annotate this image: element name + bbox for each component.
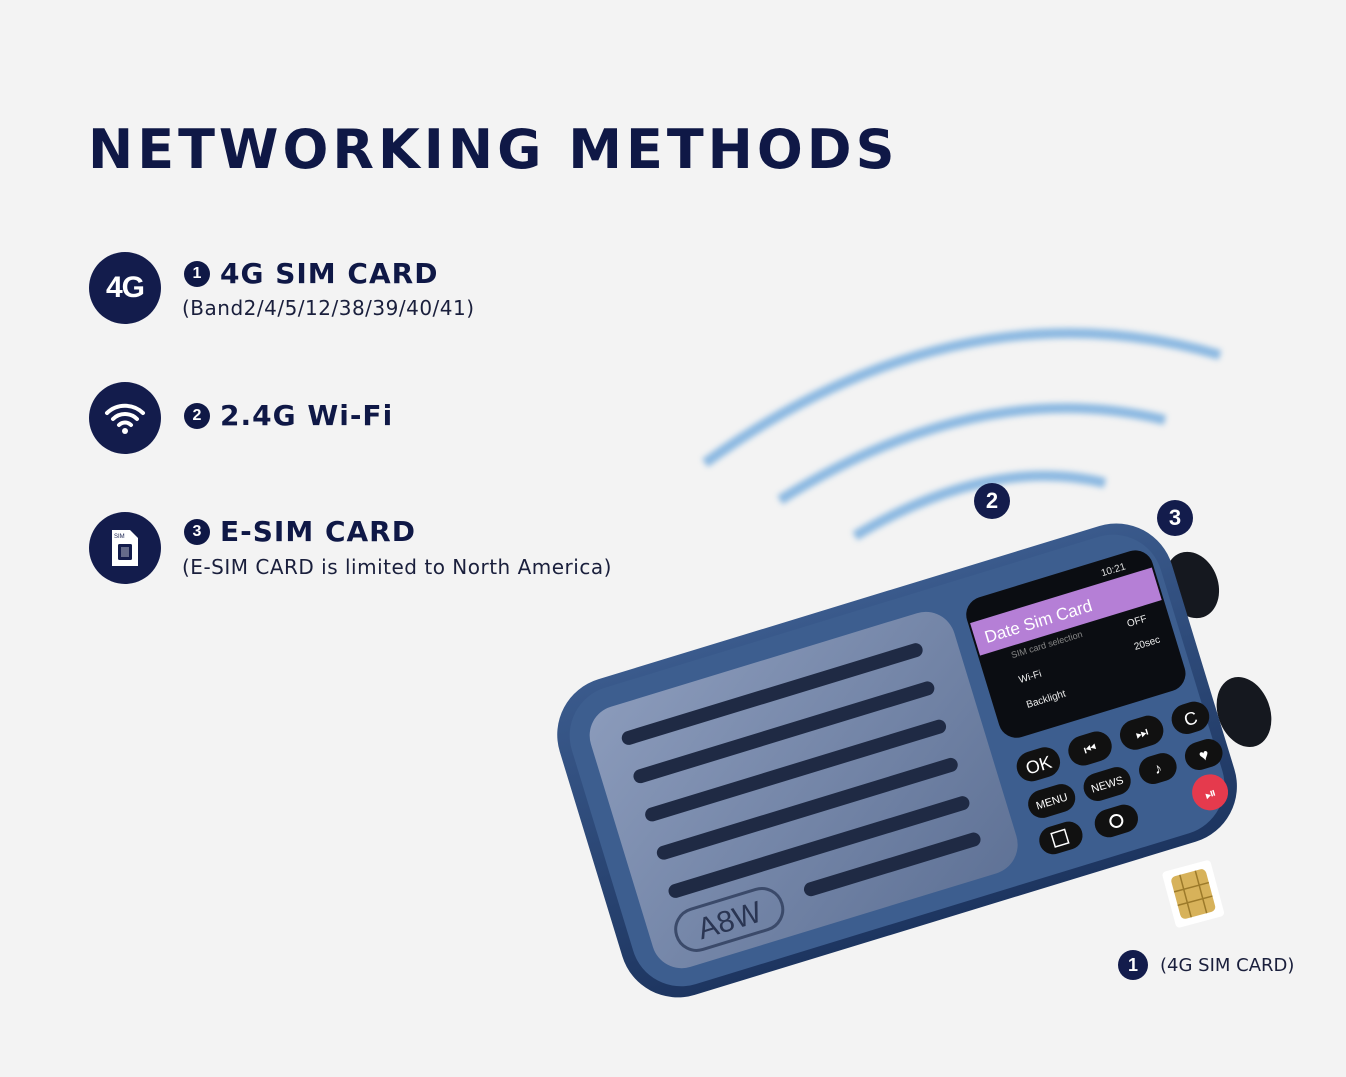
wave-middle <box>777 403 1167 505</box>
music-button[interactable]: ♪ <box>1136 750 1181 788</box>
prev-button[interactable]: ⏮ <box>1065 728 1116 770</box>
sim-icon-text: SIM <box>114 534 125 540</box>
method-label: 2.4G Wi-Fi <box>220 399 394 432</box>
method-number-badge: 1 <box>184 260 210 287</box>
svg-text:⏭: ⏭ <box>1133 723 1150 742</box>
page-title: NETWORKING METHODS <box>88 118 899 181</box>
grill-slots <box>621 643 981 898</box>
model-badge <box>674 887 785 952</box>
method-number-badge: 3 <box>184 518 210 545</box>
svg-text:⏯: ⏯ <box>1203 784 1218 803</box>
c-label: C <box>1182 707 1200 730</box>
wave-inner <box>852 470 1107 541</box>
sim-callout-label: (4G SIM CARD) <box>1160 954 1295 976</box>
callout-esim: 3 <box>1157 500 1193 536</box>
sim-chip <box>1162 860 1225 928</box>
ok-button[interactable]: OK <box>1013 744 1064 786</box>
c-button[interactable]: C <box>1168 698 1213 738</box>
method-sub: (E-SIM CARD is limited to North America) <box>182 555 612 579</box>
method-wifi-heading: 2 2.4G Wi-Fi <box>184 399 393 432</box>
next-button[interactable]: ⏭ <box>1116 712 1167 754</box>
menu-button[interactable]: MENU <box>1025 781 1079 822</box>
edit-button[interactable] <box>1036 818 1086 858</box>
settings-button[interactable] <box>1091 801 1141 841</box>
news-button[interactable]: NEWS <box>1080 764 1134 805</box>
sim-card-icon: SIM <box>89 512 161 584</box>
method-4g-heading: 1 4G SIM CARD <box>184 257 438 290</box>
method-label: E-SIM CARD <box>220 515 416 548</box>
sim-callout-number: 1 <box>1118 950 1148 980</box>
favorite-button[interactable]: ♥ <box>1181 736 1226 774</box>
sim-card-icon-graphic: SIM <box>112 530 138 566</box>
screen-header-bar <box>970 567 1162 656</box>
svg-text:⏮: ⏮ <box>1082 739 1099 758</box>
4g-icon: 4G <box>89 252 161 324</box>
sim-callout: 1 (4G SIM CARD) <box>1118 950 1294 980</box>
4g-icon-text: 4G <box>105 271 145 304</box>
wifi-icon <box>89 382 161 454</box>
wave-outer <box>702 328 1222 468</box>
method-esim-heading: 3 E-SIM CARD <box>184 515 416 548</box>
wifi-icon-graphic <box>105 403 145 434</box>
callout-wifi: 2 <box>974 483 1010 519</box>
method-label: 4G SIM CARD <box>220 257 439 290</box>
method-number-badge: 2 <box>184 402 210 429</box>
play-pause-button[interactable]: ⏯ <box>1188 770 1233 815</box>
method-sub: (Band2/4/5/12/38/39/40/41) <box>182 296 475 320</box>
speaker-grill <box>589 611 1018 969</box>
